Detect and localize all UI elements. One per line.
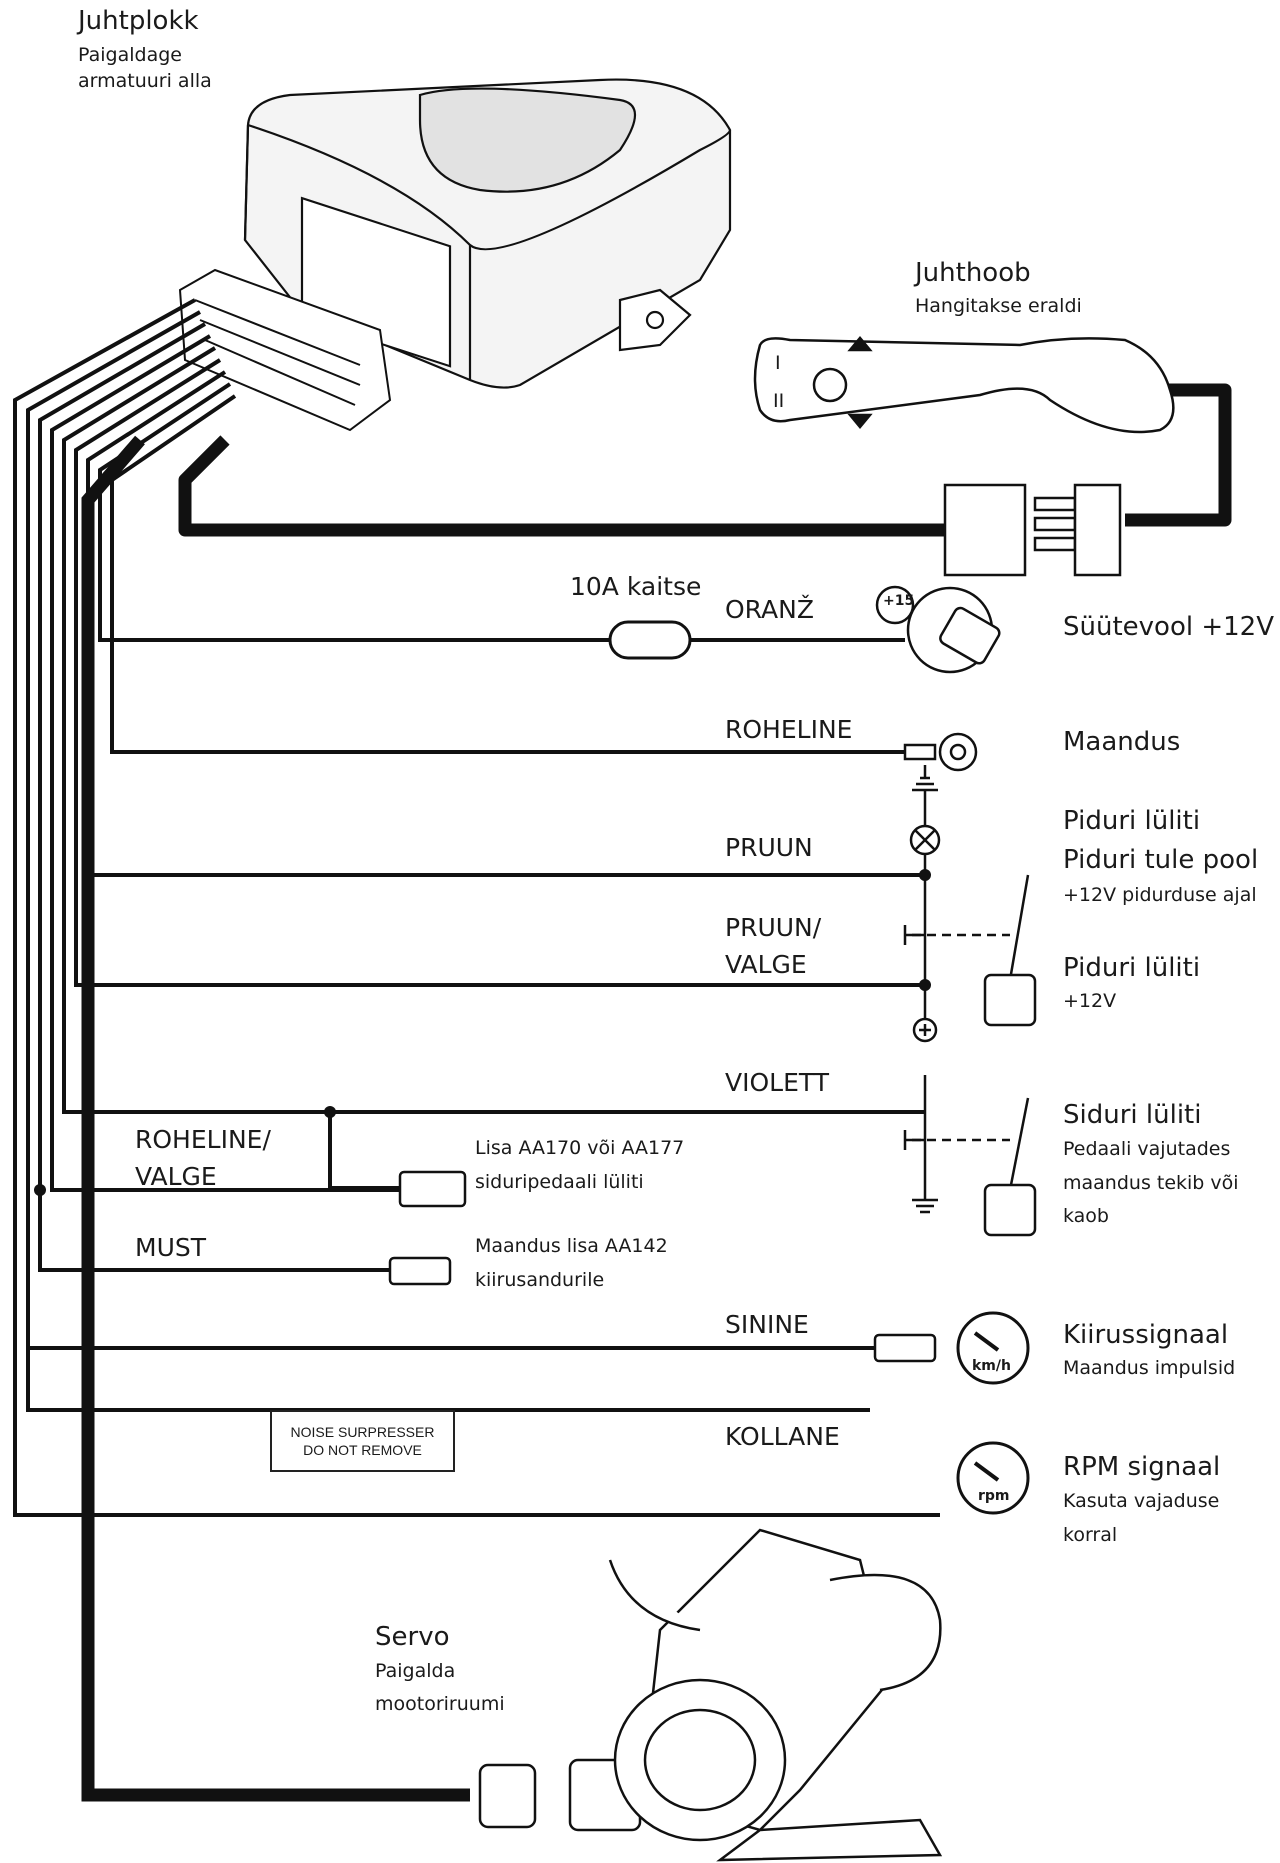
wire-green-white-2: VALGE — [135, 1162, 217, 1191]
clutch-accessory-line-1: Lisa AA170 või AA177 — [475, 1137, 685, 1159]
servo-title: Servo — [375, 1622, 450, 1652]
ignition-label: Süütevool +12V — [1063, 612, 1274, 642]
wire-orange: ORANŽ — [725, 595, 814, 624]
control-unit-connector — [178, 268, 392, 432]
clutch-switch-title: Siduri lüliti — [1063, 1100, 1202, 1130]
junction-dots — [34, 869, 931, 1196]
control-unit-title: Juhtplokk — [78, 6, 199, 36]
ground-accessory-line-1: Maandus lisa AA142 — [475, 1235, 668, 1257]
servo-note-1: Paigalda — [375, 1660, 456, 1682]
ground-accessory-line-2: kiirusandurile — [475, 1269, 605, 1291]
brake-switch-2-note: +12V — [1063, 990, 1117, 1012]
servo-note-2: mootoriruumi — [375, 1693, 505, 1715]
lever-pos-2: II — [773, 390, 785, 412]
ground-eyelet-icon — [903, 732, 978, 772]
clutch-switch-note-3: kaob — [1063, 1205, 1109, 1227]
wire-blue: SININE — [725, 1310, 809, 1339]
control-unit-note-2: armatuuri alla — [78, 70, 212, 92]
speed-gauge-label: km/h — [972, 1358, 1011, 1374]
control-unit-note-1: Paigaldage — [78, 44, 182, 66]
rpm-signal-title: RPM signaal — [1063, 1452, 1221, 1482]
lever-pos-1: I — [775, 352, 781, 374]
brake-circuit — [903, 765, 1037, 1043]
brake-switch-2-title: Piduri lüliti — [1063, 953, 1201, 983]
cruise-lever — [753, 336, 1175, 434]
wire-yellow: KOLLANE — [725, 1422, 840, 1451]
rpm-gauge-label: rpm — [978, 1488, 1010, 1504]
servo-cable — [81, 435, 470, 1802]
wire-brown-white-2: VALGE — [725, 950, 807, 979]
clutch-switch-note-1: Pedaali vajutades — [1063, 1138, 1231, 1160]
speed-signal-note: Maandus impulsid — [1063, 1357, 1236, 1379]
clutch-switch-note-2: maandus tekib või — [1063, 1172, 1239, 1194]
harness-wires — [13, 298, 940, 1517]
ground-accessory-terminal — [388, 1256, 452, 1286]
fuse-symbol — [608, 620, 692, 660]
ignition-badge: +15 — [883, 593, 915, 609]
servo-unit — [608, 1528, 943, 1862]
wire-brown: PRUUN — [725, 833, 813, 862]
noise-box-line-1: NOISE SURPRESSER — [290, 1424, 435, 1440]
brake-switch-title: Piduri lüliti — [1063, 806, 1201, 836]
fuse-label: 10A kaitse — [570, 572, 702, 601]
rpm-signal-note-1: Kasuta vajaduse — [1063, 1490, 1220, 1512]
wire-green-white-1: ROHELINE/ — [135, 1125, 271, 1154]
speed-terminal — [28, 1333, 937, 1363]
noise-box-line-2: DO NOT REMOVE — [303, 1441, 422, 1458]
ignition-switch-icon — [875, 585, 1001, 674]
clutch-accessory-line-2: siduripedaali lüliti — [475, 1171, 644, 1193]
wire-violet: VIOLETT — [725, 1068, 829, 1097]
speed-signal-title: Kiirussignaal — [1063, 1320, 1229, 1350]
wire-green: ROHELINE — [725, 715, 853, 744]
lever-cable — [178, 383, 1232, 537]
lever-connector — [943, 483, 1122, 577]
speed-gauge-icon — [956, 1311, 1030, 1385]
wire-brown-white-1: PRUUN/ — [725, 913, 822, 942]
brake-switch-subtitle: Piduri tule pool — [1063, 845, 1259, 875]
lever-title: Juhthoob — [915, 258, 1031, 288]
brake-switch-note: +12V pidurduse ajal — [1063, 884, 1257, 906]
clutch-accessory-connector — [398, 1170, 467, 1208]
ground-label: Maandus — [1063, 727, 1181, 757]
wire-black: MUST — [135, 1233, 207, 1262]
rpm-gauge-icon — [956, 1441, 1030, 1515]
noise-suppressor-box: NOISE SURPRESSER DO NOT REMOVE — [270, 1410, 455, 1472]
clutch-circuit — [903, 1075, 1037, 1237]
rpm-signal-note-2: korral — [1063, 1524, 1118, 1546]
lever-note: Hangitakse eraldi — [915, 295, 1082, 317]
